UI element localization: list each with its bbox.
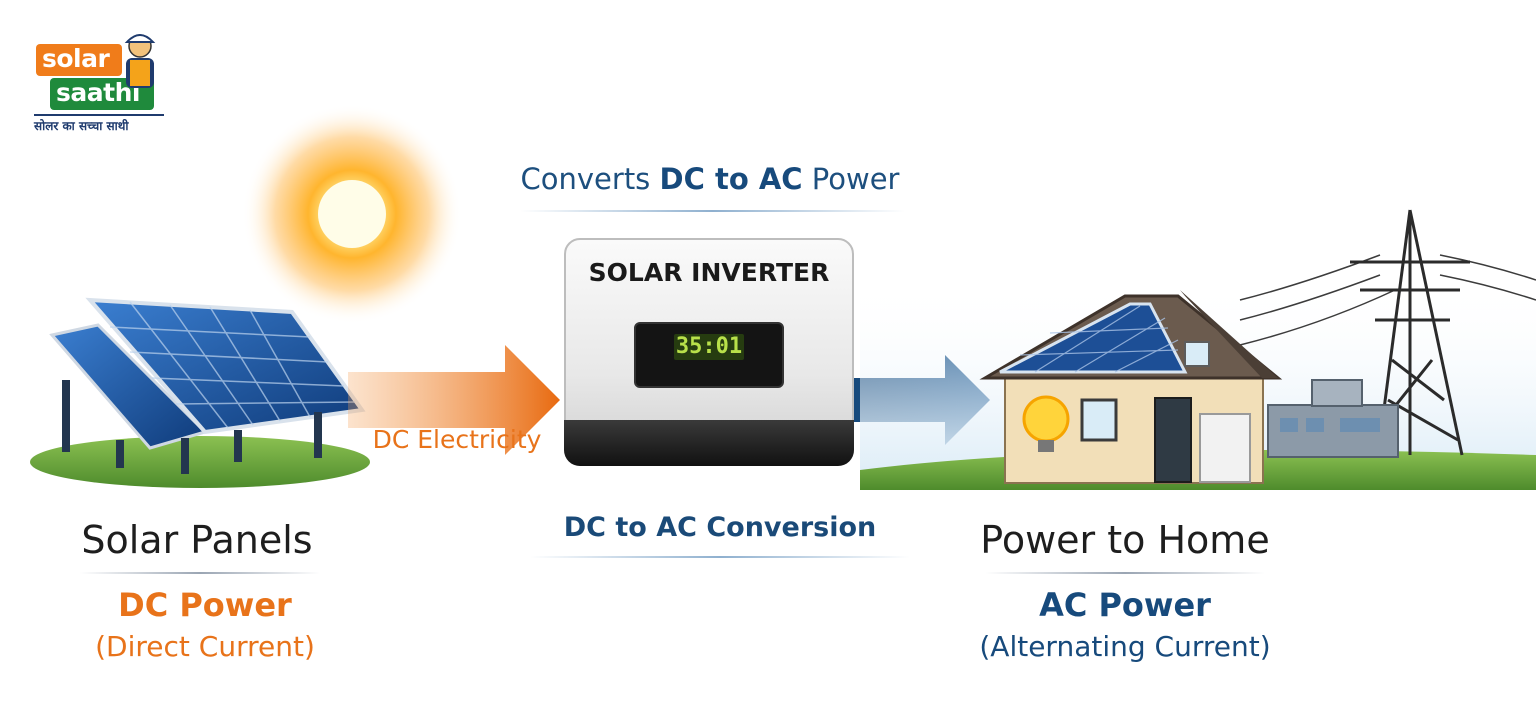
conversion-label: DC to AC Conversion xyxy=(563,512,877,543)
left-ground xyxy=(30,436,370,488)
house-icon xyxy=(979,290,1283,484)
alternating-current-label: (Alternating Current) xyxy=(979,630,1271,663)
building-icon xyxy=(1267,379,1399,458)
power-to-home-heading: Power to Home xyxy=(980,518,1270,562)
inverter-display: 35:01 xyxy=(674,334,744,360)
right-heading-underline xyxy=(985,572,1265,574)
caption-suffix: Power xyxy=(811,162,900,196)
home-battery-icon xyxy=(1199,413,1251,483)
solar-panels-heading: Solar Panels xyxy=(81,518,313,562)
solar-panels-icon xyxy=(49,297,366,474)
transmission-tower-icon xyxy=(1350,209,1470,456)
sun-icon xyxy=(242,104,462,324)
caption-underline xyxy=(520,210,905,212)
inverter-function-caption: Converts DC to AC Power xyxy=(520,162,900,196)
conversion-underline xyxy=(530,556,910,558)
solar-inverter-icon: SOLAR INVERTER 35:01 xyxy=(564,238,854,488)
light-bulb-icon xyxy=(1022,395,1070,443)
inverter-title: SOLAR INVERTER xyxy=(588,258,830,287)
logo-tagline: सोलर का सच्चा साथी xyxy=(34,114,164,133)
caption-bold: DC to AC xyxy=(659,162,803,196)
ac-power-label: AC Power xyxy=(1039,586,1211,624)
caption-prefix: Converts xyxy=(520,162,651,196)
direct-current-label: (Direct Current) xyxy=(95,630,315,663)
logo-word-solar: solar xyxy=(36,44,122,76)
worker-mascot-icon xyxy=(124,34,156,88)
solar-saathi-logo: solar saathi सोलर का सच्चा साथी xyxy=(22,30,172,140)
dc-power-label: DC Power xyxy=(118,586,292,624)
left-heading-underline xyxy=(80,572,320,574)
inverter-control-panel: 35:01 xyxy=(634,322,784,388)
inverter-base xyxy=(564,420,854,466)
dc-electricity-label: DC Electricity xyxy=(372,425,542,454)
dc-arrow xyxy=(348,345,560,455)
